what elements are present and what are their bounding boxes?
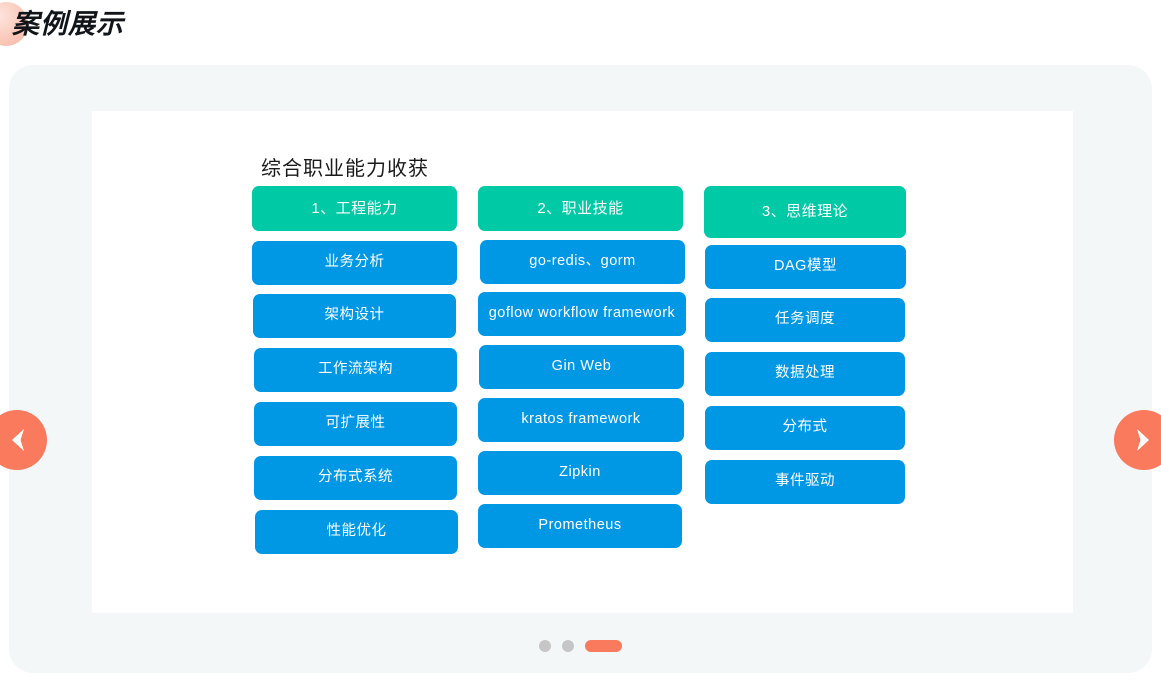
capability-chip[interactable]: go-redis、gorm	[480, 240, 685, 284]
capability-chip[interactable]: goflow workflow framework	[478, 292, 686, 336]
pagination-dot-1[interactable]	[539, 640, 551, 652]
pagination-dot-2[interactable]	[562, 640, 574, 652]
capability-chip[interactable]: 数据处理	[705, 352, 905, 396]
capability-chip[interactable]: 分布式	[705, 406, 905, 450]
capability-chip[interactable]: 工作流架构	[254, 348, 457, 392]
capability-chip[interactable]: DAG模型	[705, 245, 906, 289]
capability-chip[interactable]: Prometheus	[478, 504, 682, 548]
capability-chip[interactable]: 任务调度	[705, 298, 905, 342]
column-header-3: 3、思维理论	[704, 186, 906, 238]
capability-chip[interactable]: 性能优化	[255, 510, 458, 554]
capability-columns: 1、工程能力 业务分析 架构设计 工作流架构 可扩展性 分布式系统 性能优化 2…	[252, 186, 932, 554]
capability-chip[interactable]: Gin Web	[479, 345, 684, 389]
pagination-dot-3-active[interactable]	[585, 640, 622, 652]
chevron-right-icon	[1133, 427, 1155, 453]
page-title: 案例展示	[12, 9, 124, 40]
carousel-next-button[interactable]	[1114, 410, 1161, 470]
column-header-2: 2、职业技能	[478, 186, 683, 231]
capability-chip[interactable]: 分布式系统	[254, 456, 457, 500]
carousel-stage: 综合职业能力收获 1、工程能力 业务分析 架构设计 工作流架构 可扩展性 分布式…	[0, 65, 1161, 673]
capability-chip[interactable]: kratos framework	[478, 398, 684, 442]
capability-chip[interactable]: 架构设计	[253, 294, 456, 338]
capability-chip[interactable]: 事件驱动	[705, 460, 905, 504]
carousel-pagination	[0, 640, 1161, 652]
capability-column-engineering: 1、工程能力 业务分析 架构设计 工作流架构 可扩展性 分布式系统 性能优化	[252, 186, 458, 554]
carousel-slide: 综合职业能力收获 1、工程能力 业务分析 架构设计 工作流架构 可扩展性 分布式…	[92, 111, 1073, 613]
capability-chip[interactable]: 可扩展性	[254, 402, 457, 446]
chevron-left-icon	[6, 427, 28, 453]
page-title-block: 案例展示	[0, 0, 340, 55]
capability-chip[interactable]: 业务分析	[252, 241, 457, 285]
carousel-prev-button[interactable]	[0, 410, 47, 470]
slide-heading: 综合职业能力收获	[261, 156, 429, 180]
column-header-1: 1、工程能力	[252, 186, 457, 231]
capability-chip[interactable]: Zipkin	[478, 451, 682, 495]
capability-column-theory: 3、思维理论 DAG模型 任务调度 数据处理 分布式 事件驱动	[704, 186, 909, 554]
capability-column-skills: 2、职业技能 go-redis、gorm goflow workflow fra…	[478, 186, 686, 554]
